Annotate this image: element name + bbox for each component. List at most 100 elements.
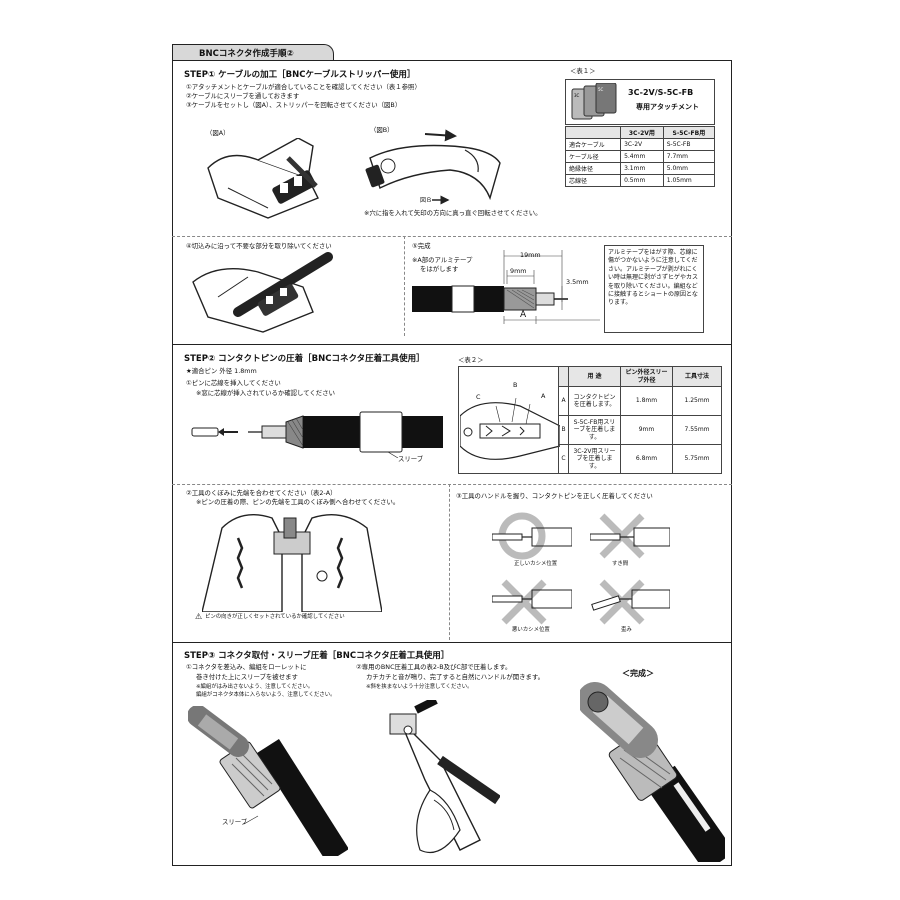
step1-title: STEP① ケーブルの加工［BNCケーブルストリッパー使用］ (184, 70, 416, 80)
table-row: B S-5C-FB用スリーブを圧着します。 9mm 7.55mm (558, 415, 722, 445)
warning-note-box: アルミテープをはがす際、芯線に傷がつかないように注意してください。アルミテープが… (604, 245, 704, 333)
dim-19mm: 19mm (520, 251, 541, 259)
table-cell: 1.8mm (620, 386, 673, 416)
step1-line-3: ③ケーブルをセットし（図A）、ストリッパーを回転させてください（図B） (186, 101, 402, 109)
step2-line-1: ①ピンに芯線を挿入してください (186, 379, 281, 387)
step1-line-2: ②ケーブルにスリーブを通しておきます (186, 92, 300, 100)
table1-product-box: 3C 5C 3C-2V/S-5C-FB 専用アタッチメント (565, 79, 715, 125)
step2-warning: ピンの向きが正しくセットされているか確認してください (205, 614, 345, 620)
section-tab: BNCコネクタ作成手順② (172, 44, 334, 60)
table-cell: 絶縁体径 (564, 162, 622, 175)
dashed-divider-vertical (404, 236, 405, 336)
table2-header-cell: 用 途 (568, 366, 621, 387)
step3-col1-note-1: ※編組がはみ出さないよう、注意してください。 (196, 684, 314, 690)
table2-header-cell: ピン外径スリーブ外径 (620, 366, 673, 387)
table-cell: S-5C-FB用スリーブを圧着します。 (568, 415, 621, 445)
table1: 3C-2V用 S-5C-FB用 適合ケーブル 3C-2V S-5C-FB ケーブ… (564, 126, 716, 187)
tool-label-b: B (513, 381, 518, 389)
crimp-with-tool-image (389, 700, 500, 854)
complete-label: ＜完成＞ (622, 669, 654, 678)
step2-title: STEP② コンタクトピンの圧着［BNCコネクタ圧着工具使用］ (184, 354, 425, 364)
tool-label-a: A (541, 392, 546, 400)
step3-col2-note: ※斜を挟まないよう十分注意してください。 (366, 684, 473, 690)
tool-label-c: C (476, 393, 481, 401)
dim-a-label: A (520, 310, 527, 320)
table-cell: C (558, 444, 569, 474)
table-row: 芯線径 0.5mm 1.05mm (564, 174, 716, 187)
table-cell: 適合ケーブル (564, 138, 622, 151)
table-cell: 5.0mm (662, 162, 716, 175)
crimp-label-bent: 歪み (621, 627, 632, 633)
stripper-fig-b-image: 図Ｂ (365, 129, 501, 205)
table2-caption: ＜表２＞ (458, 356, 484, 364)
table-cell: S-5C-FB (662, 138, 716, 151)
pin-spec: ★適合ピン 外径 1.8mm (186, 367, 257, 375)
step3-col1-line-2: 巻き付けた上にスリーブを被せます (196, 673, 298, 681)
table-row: 適合ケーブル 3C-2V S-5C-FB (564, 138, 716, 151)
crimp-label-correct: 正しいカシメ位置 (514, 561, 558, 567)
crimp-bad-position-image (492, 579, 572, 625)
step3-sleeve-label: スリーブ (222, 818, 248, 826)
table-cell: 3.1mm (620, 162, 664, 175)
warning-note-text: アルミテープをはがす際、芯線に傷がつかないように注意してください。アルミテープが… (608, 249, 699, 307)
svg-text:3C: 3C (574, 93, 580, 98)
crimp-tool-closeup-image (202, 514, 382, 612)
table-row: A コンタクトピンを圧着します。 1.8mm 1.25mm (558, 386, 722, 416)
table-row: C 3C-2V用スリーブを圧着します。 6.8mm 5.75mm (558, 444, 722, 474)
step2-step2-note: ※ピンの圧着の際、ピンの先端を工具のくぼみ側へ合わせてください。 (196, 498, 400, 506)
table-cell: 0.5mm (620, 174, 664, 187)
fig-a-label: （図A） (206, 129, 230, 137)
step3-col1-note-2: 編組がコネクタ本体に入らないよう、注意してください。 (196, 692, 336, 698)
table-cell: ケーブル径 (564, 150, 622, 163)
table-cell: 3C-2V用スリーブを圧着します。 (568, 444, 621, 474)
table2: 用 途 ピン外径スリーブ外径 工具寸法 A コンタクトピンを圧着します。 1.8… (558, 366, 722, 474)
sleeve-label: スリーブ (398, 455, 424, 463)
dim-3.5mm: 3.5mm (566, 278, 589, 286)
section-divider (172, 642, 732, 643)
crimp-gap-image (590, 513, 670, 559)
warning-triangle-icon: ⚠ (195, 612, 203, 621)
table-row: ケーブル径 5.4mm 7.7mm (564, 150, 716, 163)
table-cell: 7.55mm (672, 415, 722, 445)
stripper-fig-a-image (207, 138, 319, 219)
step2-line-2: ※窓に芯線が挿入されているか確認してください (196, 389, 335, 397)
table-cell: コンタクトピンを圧着します。 (568, 386, 621, 416)
product-line-1: 3C-2V/S-5C-FB (628, 88, 694, 97)
crimp-bent-image (591, 579, 670, 625)
table-cell: 1.05mm (662, 174, 716, 187)
table-cell: A (558, 386, 569, 416)
table1-header-cell: S-5C-FB用 (662, 126, 716, 139)
step2-step3-text: ③工具のハンドルを握り、コンタクトピンを正しく圧着してください (456, 492, 653, 500)
dashed-divider (172, 484, 732, 485)
tab-title: BNCコネクタ作成手順② (199, 49, 294, 59)
crimp-label-gap: すき間 (612, 561, 629, 567)
document-frame (172, 60, 732, 866)
table2-header-row: 用 途 ピン外径スリーブ外径 工具寸法 (558, 366, 722, 387)
table1-header-cell (564, 126, 622, 139)
product-line-2: 専用アタッチメント (636, 103, 699, 111)
table-cell: 5.4mm (620, 150, 664, 163)
table-cell: 3C-2V (620, 138, 664, 151)
table-cell: 芯線径 (564, 174, 622, 187)
step3-col1-line-1: ①コネクタを差込み、編組をローレットに (186, 663, 307, 671)
table-cell: B (558, 415, 569, 445)
pin-insert-image (191, 411, 443, 458)
attachment-image: 3C 5C (571, 83, 617, 120)
step3-col2-line-2: カチカチと音が鳴り、完了すると自然にハンドルが開きます。 (366, 673, 545, 681)
step1-step4-text: ④切込みに沿って不要な部分を取り除いてください (186, 242, 332, 250)
table2-header-cell: 工具寸法 (672, 366, 722, 387)
crimp-correct-image (492, 512, 572, 560)
table1-header-cell: 3C-2V用 (620, 126, 664, 139)
crimp-tool-jaw-image (460, 397, 560, 460)
table-cell: 9mm (620, 415, 673, 445)
step2-step2-text: ②工具のくぼみに先端を合わせてください（表2-A） (186, 489, 337, 497)
finished-cable-image (412, 250, 600, 324)
table-cell: 7.7mm (662, 150, 716, 163)
completed-connector-image (580, 682, 725, 862)
tape-note-2: をはがします (420, 265, 459, 273)
table2-header-cell (558, 366, 569, 387)
table-cell: 5.75mm (672, 444, 722, 474)
rotate-note: ※穴に指を入れて矢印の方向に真っ直ぐ回転させてください。 (364, 209, 542, 217)
section-divider (172, 344, 732, 345)
tape-note-1: ※A部のアルミテープ (412, 256, 473, 264)
